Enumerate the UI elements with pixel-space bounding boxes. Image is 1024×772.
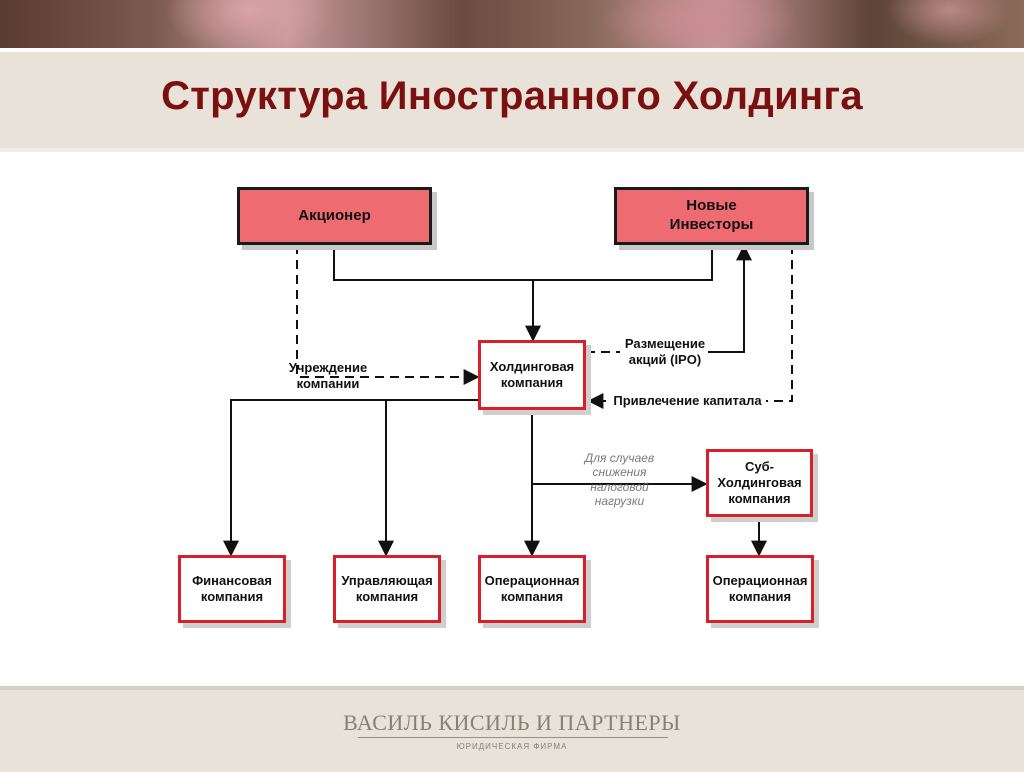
managing-company-box: Управляющая компания	[333, 555, 441, 623]
tax-note-label: Для случаев снижения налоговой нагрузки	[584, 451, 655, 509]
operating-company-box-1: Операционная компания	[478, 555, 586, 623]
new-investors-box: Новые Инвесторы	[614, 187, 809, 245]
connector-shareholder-holding	[333, 245, 713, 281]
operating-company-label-1: Операционная компания	[484, 572, 580, 604]
capital-label: Привлечение капитала	[613, 393, 762, 408]
firm-subtitle: ЮРИДИЧЕСКАЯ ФИРМА	[456, 742, 568, 751]
page-title: Структура Иностранного Холдинга	[161, 74, 863, 118]
connector-capital	[766, 245, 793, 402]
connector-establishment	[296, 245, 480, 385]
holding-box: Холдинговая компания	[478, 340, 586, 410]
footer-band	[0, 686, 1024, 772]
holding-label: Холдинговая компания	[489, 358, 575, 390]
sub-holding-label: Суб- Холдинговая компания	[717, 458, 802, 507]
shareholder-label: Акционер	[298, 206, 371, 224]
managing-company-label: Управляющая компания	[341, 572, 433, 604]
new-investors-label: Новые Инвесторы	[669, 197, 754, 233]
financial-company-label: Финансовая компания	[192, 572, 272, 604]
ipo-label: Размещение акций (IPO)	[624, 336, 706, 367]
title-band	[0, 52, 1024, 152]
operating-company-box-2: Операционная компания	[706, 555, 814, 623]
sub-holding-box: Суб- Холдинговая компания	[706, 449, 813, 517]
establishment-label: Учреждение компании	[288, 360, 368, 391]
header-photo	[0, 0, 1024, 48]
operating-company-label-2: Операционная компания	[712, 572, 808, 604]
firm-divider	[358, 737, 668, 738]
financial-company-box: Финансовая компания	[178, 555, 286, 623]
shareholder-box: Акционер	[237, 187, 432, 245]
firm-logo-text: ВАСИЛЬ КИСИЛЬ И ПАРТНЕРЫ	[343, 710, 681, 735]
connector-holding-branch	[223, 399, 478, 557]
